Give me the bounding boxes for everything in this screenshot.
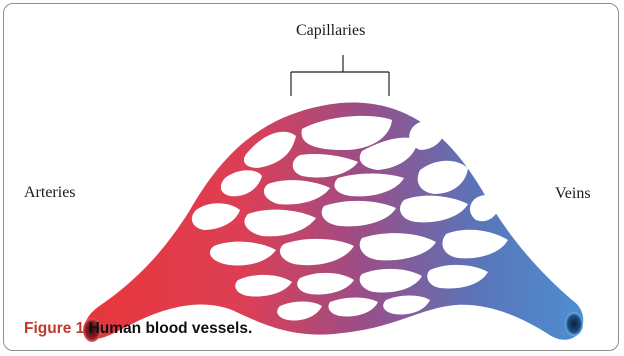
caption-text: Human blood vessels. bbox=[89, 320, 253, 337]
veins-label: Veins bbox=[555, 185, 591, 203]
capillaries-label: Capillaries bbox=[296, 22, 365, 40]
figure-caption: Figure 1 Human blood vessels. bbox=[24, 320, 252, 338]
capillaries-bracket bbox=[291, 55, 389, 96]
figure-number: Figure 1 bbox=[24, 320, 84, 337]
arteries-label: Arteries bbox=[24, 184, 76, 202]
vein-opening bbox=[565, 312, 583, 336]
